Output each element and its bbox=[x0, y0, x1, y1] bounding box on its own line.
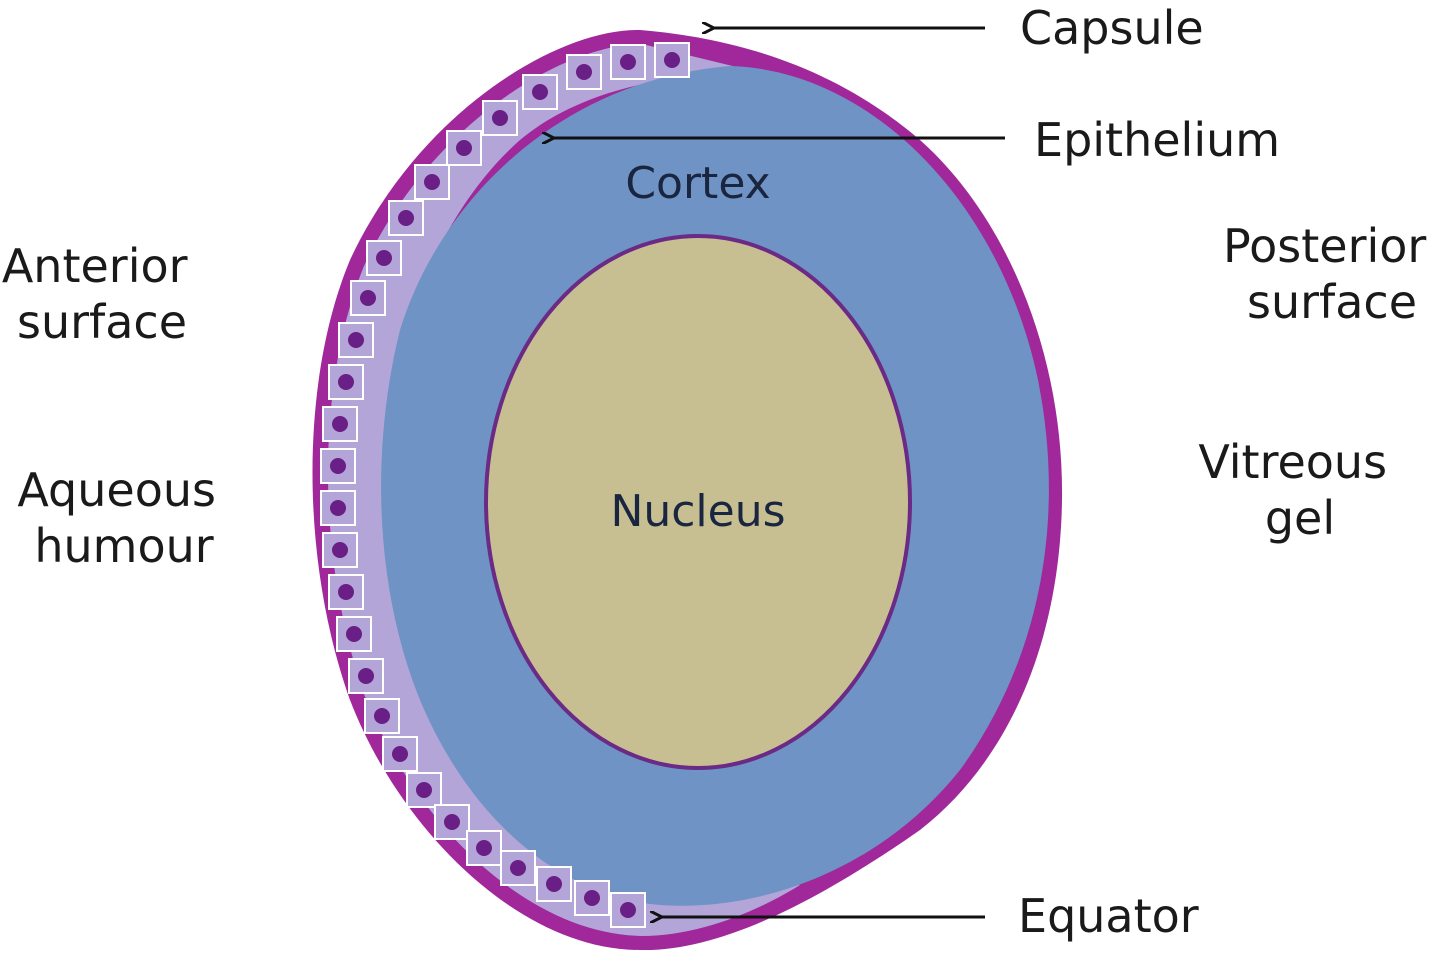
anterior-surface-line-2: surface bbox=[17, 295, 187, 349]
epithelium-cell-nucleus bbox=[576, 64, 592, 80]
epithelium-cell-nucleus bbox=[620, 54, 636, 70]
vitreous-gel-label: Vitreous gel bbox=[1198, 435, 1401, 545]
epithelium-cell bbox=[388, 200, 424, 236]
epithelium-cell bbox=[350, 280, 386, 316]
nucleus-region bbox=[484, 234, 912, 770]
epithelium-cell-nucleus bbox=[492, 110, 508, 126]
epithelium-label: Epithelium bbox=[1034, 113, 1280, 167]
epithelium-cell-nucleus bbox=[456, 140, 472, 156]
epithelium-cell-nucleus bbox=[374, 708, 390, 724]
epithelium-cell-nucleus bbox=[330, 500, 346, 516]
epithelium-cell-nucleus bbox=[348, 332, 364, 348]
epithelium-cell-nucleus bbox=[584, 890, 600, 906]
epithelium-cell-nucleus bbox=[510, 860, 526, 876]
anterior-surface-label: Anterior surface bbox=[2, 239, 202, 349]
epithelium-cell-nucleus bbox=[416, 782, 432, 798]
epithelium-cell bbox=[328, 364, 364, 400]
cortex-label: Cortex bbox=[625, 158, 770, 209]
epithelium-cell-nucleus bbox=[392, 746, 408, 762]
nucleus-label: Nucleus bbox=[610, 486, 785, 537]
epithelium-cell-nucleus bbox=[620, 902, 636, 918]
epithelium-cell-nucleus bbox=[532, 84, 548, 100]
capsule-label: Capsule bbox=[1020, 1, 1204, 55]
epithelium-cell-nucleus bbox=[358, 668, 374, 684]
epithelium-cell bbox=[414, 164, 450, 200]
aqueous-humour-line-1: Aqueous bbox=[17, 463, 216, 517]
epithelium-cell-nucleus bbox=[664, 52, 680, 68]
epithelium-cell-nucleus bbox=[338, 374, 354, 390]
epithelium-cell bbox=[322, 406, 358, 442]
epithelium-cell-nucleus bbox=[424, 174, 440, 190]
posterior-surface-line-1: Posterior bbox=[1223, 219, 1426, 273]
epithelium-cells bbox=[320, 42, 690, 928]
anterior-surface-line-1: Anterior bbox=[2, 239, 188, 293]
epithelium-cell-nucleus bbox=[360, 290, 376, 306]
epithelium-cell-nucleus bbox=[376, 250, 392, 266]
epithelium-cell-nucleus bbox=[444, 814, 460, 830]
epithelium-cell-nucleus bbox=[330, 458, 346, 474]
equator-label: Equator bbox=[1018, 889, 1199, 943]
vitreous-gel-line-2: gel bbox=[1265, 491, 1335, 545]
vitreous-gel-line-1: Vitreous bbox=[1198, 435, 1387, 489]
epithelium-cell-nucleus bbox=[476, 840, 492, 856]
aqueous-humour-label: Aqueous humour bbox=[17, 463, 230, 573]
epithelium-cell-nucleus bbox=[346, 626, 362, 642]
epithelium-cell-nucleus bbox=[398, 210, 414, 226]
posterior-surface-line-2: surface bbox=[1247, 275, 1417, 329]
epithelium-cell-nucleus bbox=[338, 584, 354, 600]
epithelium-cell-nucleus bbox=[332, 542, 348, 558]
epithelium-cell bbox=[610, 44, 646, 80]
epithelium-cell bbox=[364, 698, 400, 734]
epithelium-cell-nucleus bbox=[546, 876, 562, 892]
aqueous-humour-line-2: humour bbox=[34, 519, 213, 573]
epithelium-cell-nucleus bbox=[332, 416, 348, 432]
posterior-surface-label: Posterior surface bbox=[1223, 219, 1440, 329]
